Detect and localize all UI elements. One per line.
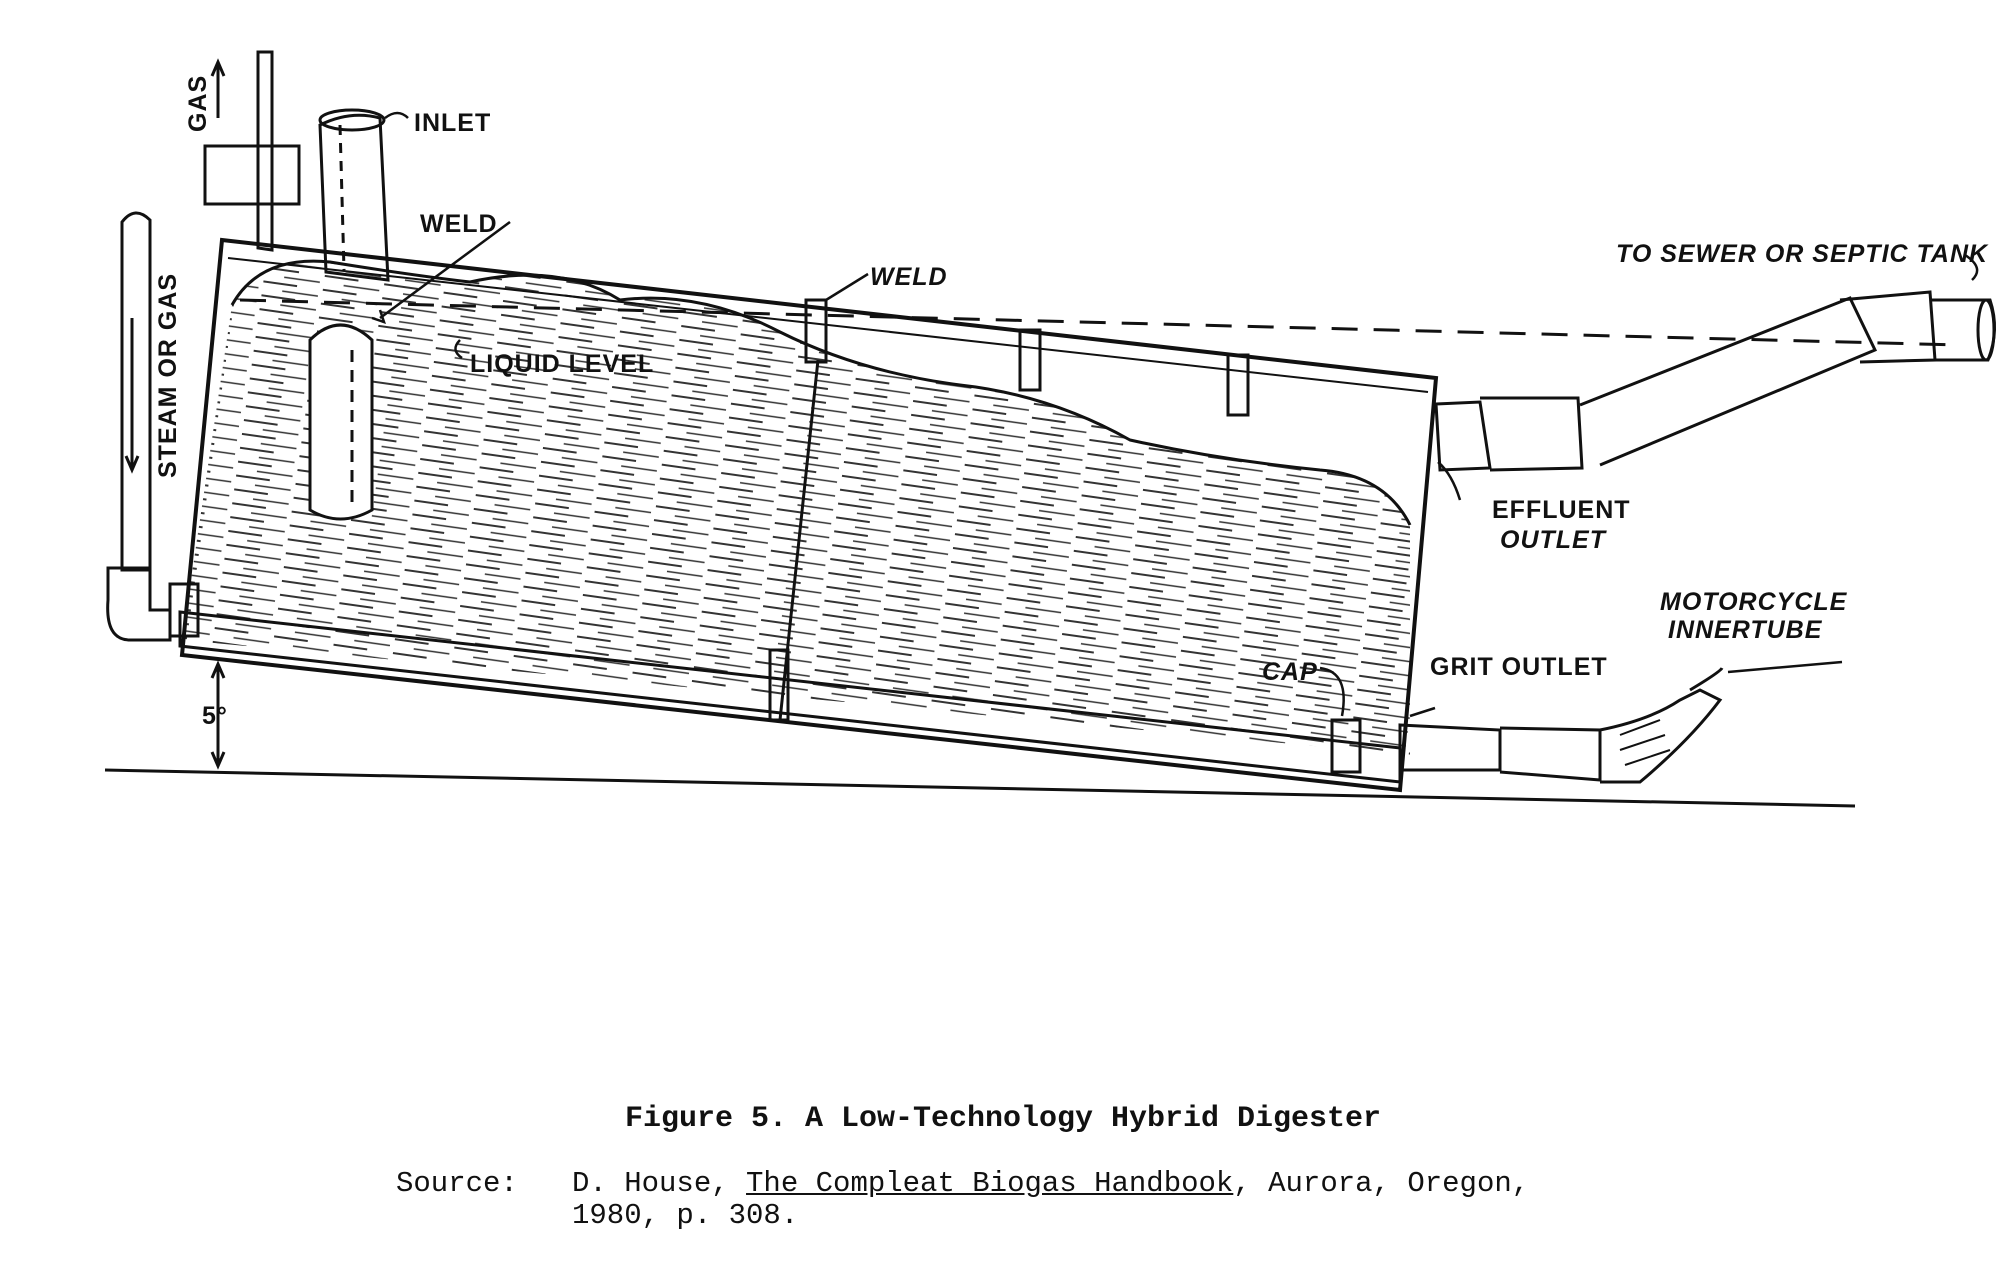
label-gas: GAS: [184, 75, 212, 132]
digester-tank: [179, 237, 1439, 793]
label-weld-right: WELD: [870, 263, 948, 291]
source-book-title: The Compleat Biogas Handbook: [746, 1167, 1234, 1200]
liquid-surface: [230, 259, 1412, 526]
inlet-pipe: [318, 108, 390, 282]
liquid-level-dash: [239, 298, 1961, 347]
source-body: D. House, The Compleat Biogas Handbook, …: [572, 1168, 1752, 1232]
source-author: D. House,: [572, 1167, 747, 1200]
gas-pipe: [203, 50, 301, 252]
label-steam-or-gas: STEAM OR GAS: [154, 273, 182, 478]
source-line2: 1980, p. 308.: [572, 1199, 799, 1232]
label-motorcycle-2: INNERTUBE: [1668, 616, 1823, 644]
digester-diagram: GAS INLET WELD WELD STEAM OR GAS LIQUID …: [104, 50, 1996, 808]
figure-caption: Figure 5. A Low-Technology Hybrid Digest…: [624, 1102, 1382, 1136]
grit-outlet-pipe: [1398, 667, 1724, 784]
figure-source: Source: D. House, The Compleat Biogas Han…: [396, 1168, 1796, 1232]
label-motorcycle-1: MOTORCYCLE: [1660, 588, 1848, 616]
effluent-pipe: [1434, 290, 1996, 472]
label-liquid-level: LIQUID LEVEL: [470, 350, 654, 378]
cap-fitting: [1330, 718, 1362, 774]
source-label: Source:: [396, 1167, 518, 1200]
liquid-fill: [182, 261, 1410, 755]
ground-line: [104, 768, 1856, 808]
angle-indicator: [210, 660, 226, 770]
leader-lines: [371, 111, 1979, 718]
label-angle: 5°: [202, 702, 228, 730]
label-effluent-2: OUTLET: [1500, 526, 1608, 554]
label-weld-top: WELD: [420, 210, 498, 238]
tank-bands: [768, 298, 1250, 722]
label-inlet: INLET: [414, 109, 491, 137]
label-grit-outlet: GRIT OUTLET: [1430, 653, 1608, 681]
label-effluent-1: EFFLUENT: [1492, 496, 1631, 524]
label-cap: CAP: [1262, 658, 1318, 686]
label-to-sewer: TO SEWER OR SEPTIC TANK: [1616, 240, 1989, 268]
steam-pipe: [106, 211, 200, 642]
internal-draft-tube: [308, 323, 374, 521]
source-rest: , Aurora, Oregon,: [1233, 1167, 1530, 1200]
